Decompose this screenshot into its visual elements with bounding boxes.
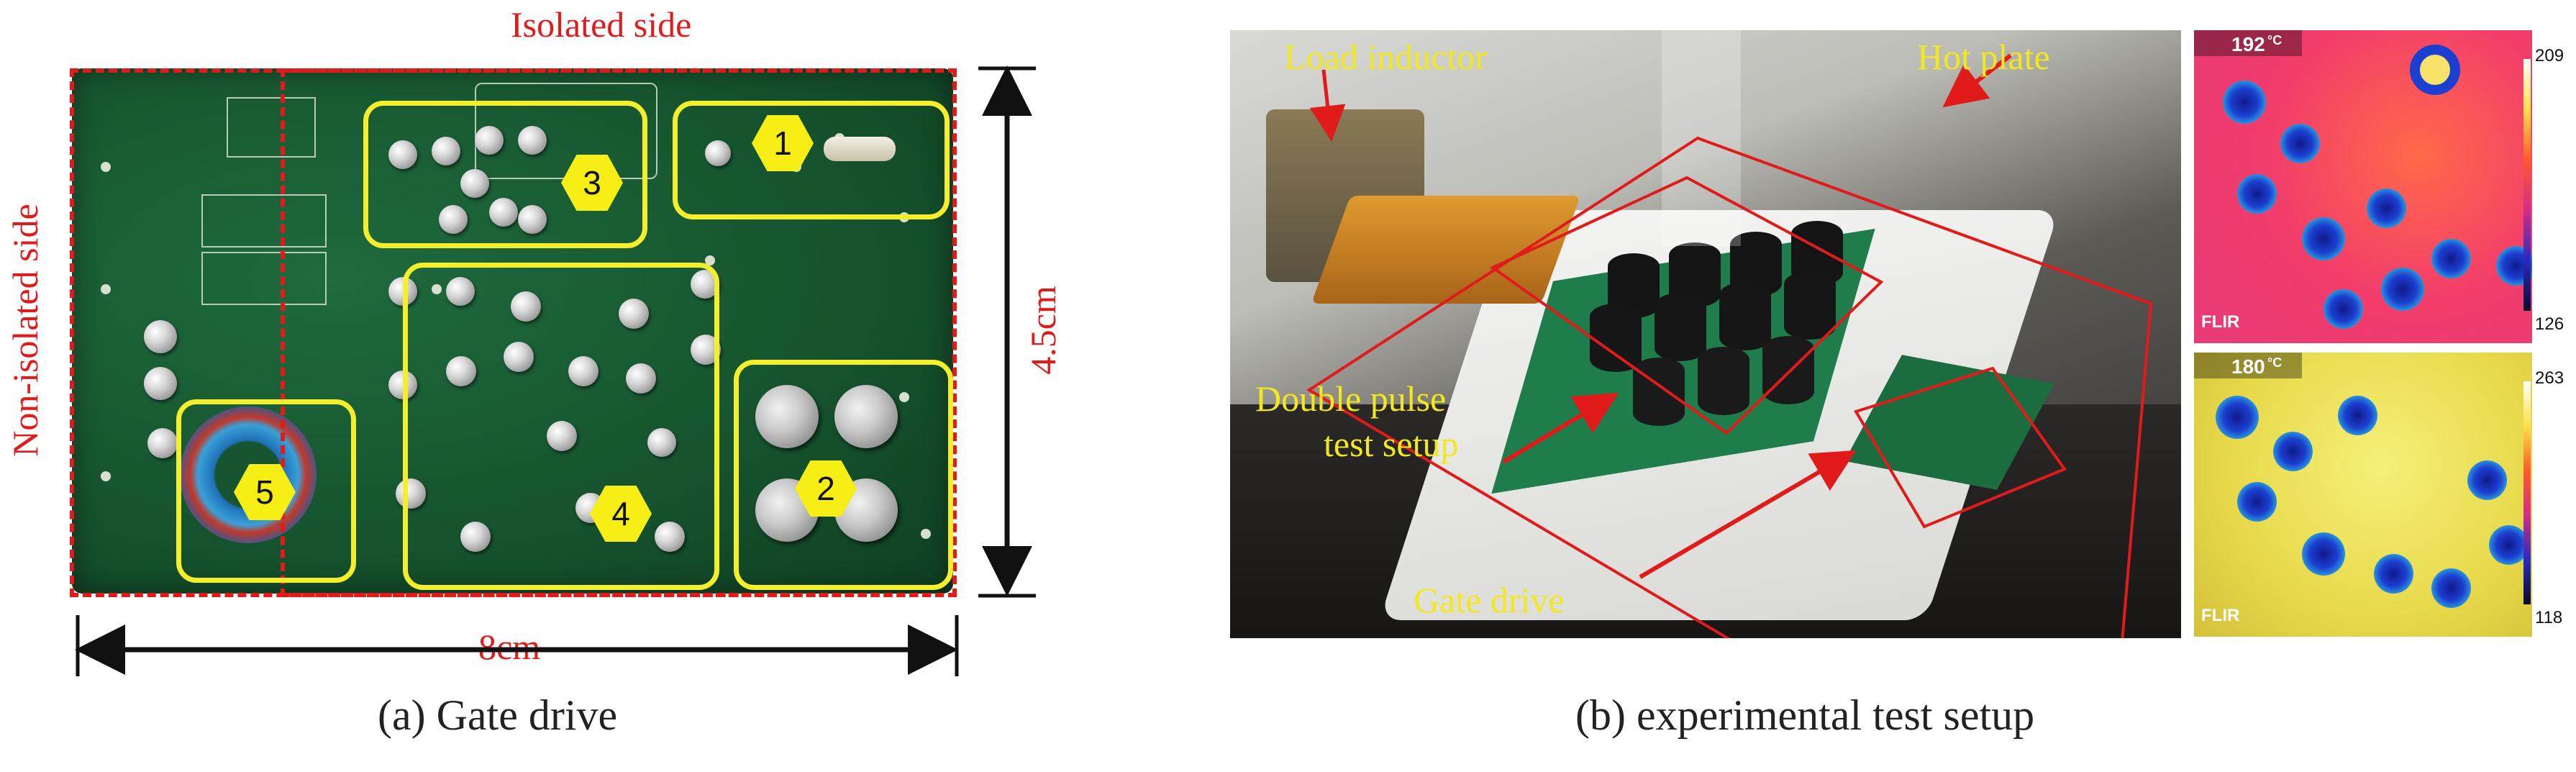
hot-plate-label: Hot plate: [1917, 37, 2050, 77]
highlight-region-5: [176, 399, 356, 583]
thermal-top-logo: FLIR: [2201, 312, 2240, 332]
marker-5: 5: [234, 464, 296, 520]
power-resistor: [824, 137, 896, 161]
caption-a: (a) Gate drive: [378, 691, 618, 739]
highlight-region-1: [673, 101, 950, 219]
gate-drive-label: Gate drive: [1414, 580, 1565, 620]
thermal-bottom-scale-low: 118: [2535, 608, 2563, 627]
thermal-image-top: 192 °C FLIR 209 126: [2194, 30, 2568, 343]
highlight-region-2: [734, 360, 953, 590]
thermal-top-colorbar: [2523, 59, 2531, 311]
dimension-arrows: [75, 65, 1036, 676]
thermal-bottom-logo: FLIR: [2201, 606, 2240, 625]
thermal-bottom-unit: °C: [2267, 355, 2283, 370]
thermal-top-scale-high: 209: [2535, 46, 2564, 65]
highlight-region-3: [363, 101, 647, 248]
capacitor: [147, 428, 178, 458]
capacitor: [144, 320, 177, 353]
thermal-top-scale-low: 126: [2535, 314, 2564, 334]
pcb-silkscreen: [227, 97, 316, 158]
marker-1: 1: [752, 115, 814, 171]
thermal-bottom-max: 180: [2231, 355, 2265, 378]
highlight-region-4: [403, 263, 719, 590]
load-inductor-label: Load inductor: [1284, 37, 1487, 77]
pcb-silkscreen: [201, 194, 327, 248]
thermal-top-unit: °C: [2267, 33, 2283, 47]
isolation-boundary-isolated: [281, 68, 957, 597]
thermal-image-bottom: 180 °C FLIR 263 118: [2194, 353, 2568, 637]
isolated-side-label: Isolated side: [511, 4, 692, 45]
capacitor: [144, 367, 177, 400]
photo-annotations: [1306, 53, 2153, 638]
marker-2: 2: [795, 460, 857, 517]
caption-b: (b) experimental test setup: [1575, 691, 2035, 739]
double-pulse-label-line1: Double pulse: [1255, 378, 1447, 419]
thermal-bottom-scale-high: 263: [2535, 368, 2564, 388]
thermal-bottom-colorbar: [2523, 381, 2531, 604]
pcb-silkscreen: [201, 252, 327, 305]
double-pulse-label-line2: test setup: [1324, 424, 1459, 464]
thermal-top-max: 192: [2231, 33, 2265, 55]
